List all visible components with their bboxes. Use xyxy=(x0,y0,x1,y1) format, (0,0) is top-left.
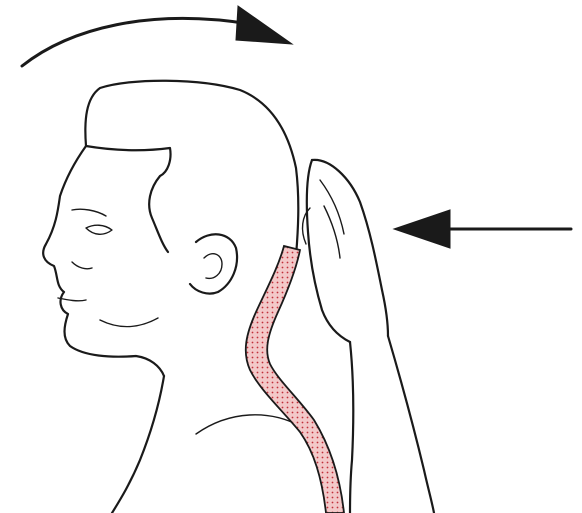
forearm-outer xyxy=(388,336,434,513)
forearm-inner xyxy=(350,342,353,513)
hand-outline xyxy=(312,160,388,336)
push-arrow-head xyxy=(394,210,450,248)
curved-arrow-head xyxy=(236,6,292,44)
mouth xyxy=(58,298,86,301)
curved-arrow-clockwise-icon xyxy=(22,6,292,66)
ear-inner xyxy=(204,254,222,279)
eye xyxy=(86,225,112,234)
jawline xyxy=(100,318,158,327)
finger-line-2 xyxy=(324,206,340,258)
palm-edge xyxy=(307,160,350,342)
eyebrow xyxy=(72,209,106,216)
face-outline xyxy=(43,146,164,376)
nose-line xyxy=(72,262,92,269)
arrow-left-icon xyxy=(394,210,571,248)
ear xyxy=(190,234,237,293)
shoulder xyxy=(196,415,300,434)
neck-front xyxy=(112,376,164,513)
hair-front xyxy=(86,146,171,252)
hair-outline xyxy=(85,81,298,256)
head-profile xyxy=(43,81,300,513)
cervical-spine-highlight xyxy=(246,246,344,513)
